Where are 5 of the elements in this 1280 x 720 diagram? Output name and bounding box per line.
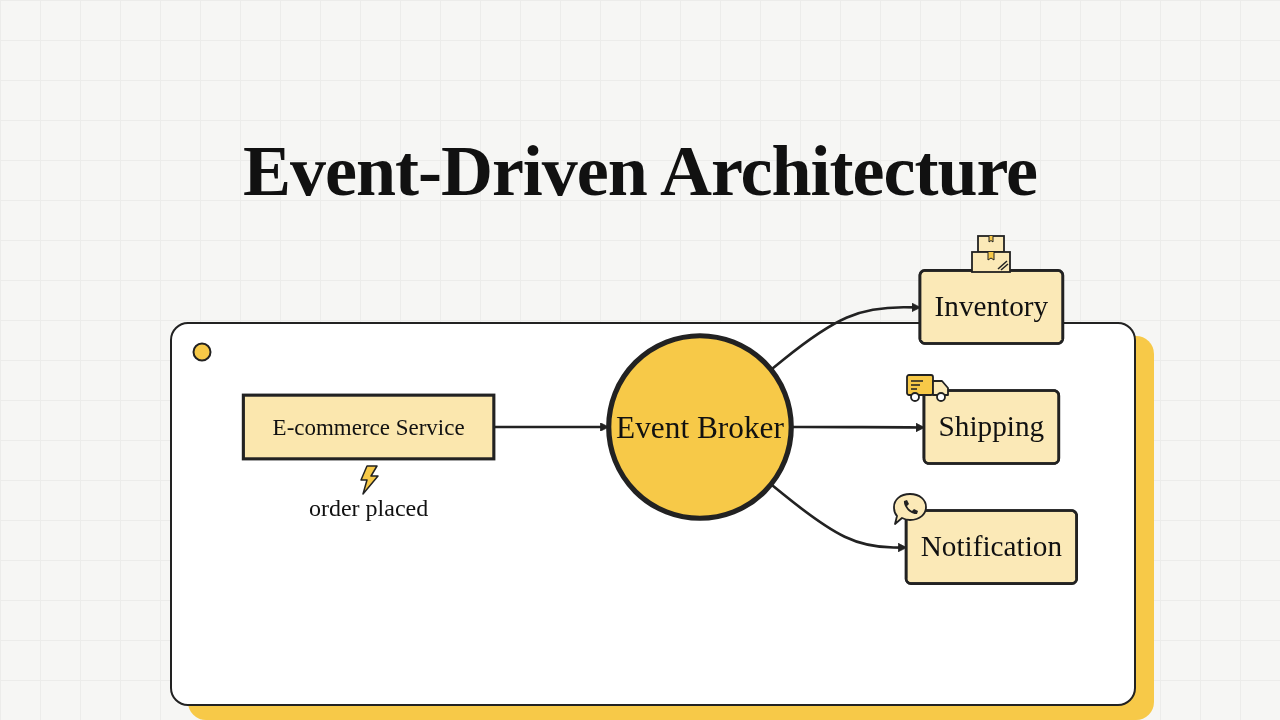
event-label: order placed <box>308 494 429 522</box>
arrow <box>791 422 925 433</box>
node-circle: Event Broker <box>606 333 794 521</box>
title: Event-Driven Architecture <box>241 130 1039 213</box>
node-box: E-commerce Service <box>241 393 496 461</box>
